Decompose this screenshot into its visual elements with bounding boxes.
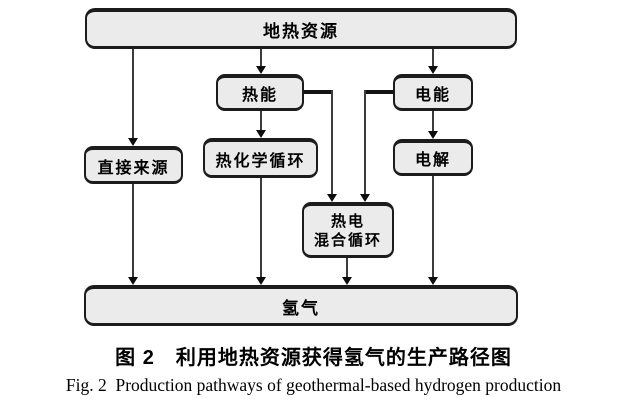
- node-hydrogen: 氢气: [84, 285, 518, 326]
- node-thermochemical-cycle: 热化学循环: [203, 138, 318, 178]
- node-electrolysis: 电解: [393, 139, 473, 176]
- arrow-thermal-to-thermochemical-head: [256, 130, 266, 138]
- arrow-direct-to-hydrogen-head: [128, 277, 138, 285]
- caption-english: Fig. 2 Production pathways of geothermal…: [65, 375, 562, 395]
- arrow-electric-to-electrolysis-line: [432, 111, 434, 132]
- caption-chinese: 图 2 利用地热资源获得氢气的生产路径图: [115, 347, 512, 369]
- node-label: 热化学循环: [215, 152, 306, 170]
- arrow-thermochemical-to-hydrogen-line: [260, 178, 262, 278]
- connector-thermal-to-hybrid-horizontal: [304, 90, 333, 94]
- node-label: 电能: [414, 87, 451, 104]
- arrow-geothermal-to-direct-head: [128, 138, 138, 146]
- arrow-electrolysis-to-hydrogen-head: [428, 277, 438, 285]
- arrow-electrolysis-to-hydrogen-line: [432, 176, 434, 278]
- node-label: 电解: [414, 152, 451, 169]
- arrow-electric-to-electrolysis-head: [428, 131, 438, 139]
- arrow-geothermal-to-electric-head: [428, 66, 438, 74]
- arrow-hybrid-to-hydrogen-line: [346, 258, 348, 278]
- node-label-line1: 热电: [330, 212, 365, 230]
- arrow-thermal-to-hybrid-head: [327, 194, 337, 202]
- node-label: 地热资源: [263, 21, 339, 41]
- arrow-electric-to-hybrid-head: [360, 194, 370, 202]
- node-electric-energy: 电能: [393, 74, 473, 111]
- node-label: 热能: [241, 87, 278, 104]
- connector-electric-to-hybrid-vertical: [364, 90, 366, 195]
- node-thermal-electric-hybrid-cycle: 热电 混合循环: [302, 202, 394, 258]
- arrow-thermochemical-to-hydrogen-head: [256, 277, 266, 285]
- arrow-hybrid-to-hydrogen-head: [342, 277, 352, 285]
- arrow-geothermal-to-thermal-line: [260, 49, 262, 67]
- arrow-geothermal-to-electric-line: [432, 49, 434, 67]
- node-thermal-energy: 热能: [216, 74, 304, 111]
- node-label: 直接来源: [97, 159, 170, 177]
- arrow-direct-to-hydrogen-line: [132, 184, 134, 278]
- connector-electric-to-hybrid-horizontal: [364, 90, 393, 94]
- node-direct-source: 直接来源: [84, 146, 183, 184]
- arrow-geothermal-to-direct-line: [132, 49, 134, 138]
- node-label-line2: 混合循环: [313, 231, 382, 249]
- node-geothermal-resources: 地热资源: [85, 8, 517, 49]
- node-label: 氢气: [282, 298, 320, 318]
- connector-thermal-to-hybrid-vertical: [331, 90, 333, 195]
- arrow-geothermal-to-thermal-head: [256, 66, 266, 74]
- arrow-thermal-to-thermochemical-line: [260, 111, 262, 131]
